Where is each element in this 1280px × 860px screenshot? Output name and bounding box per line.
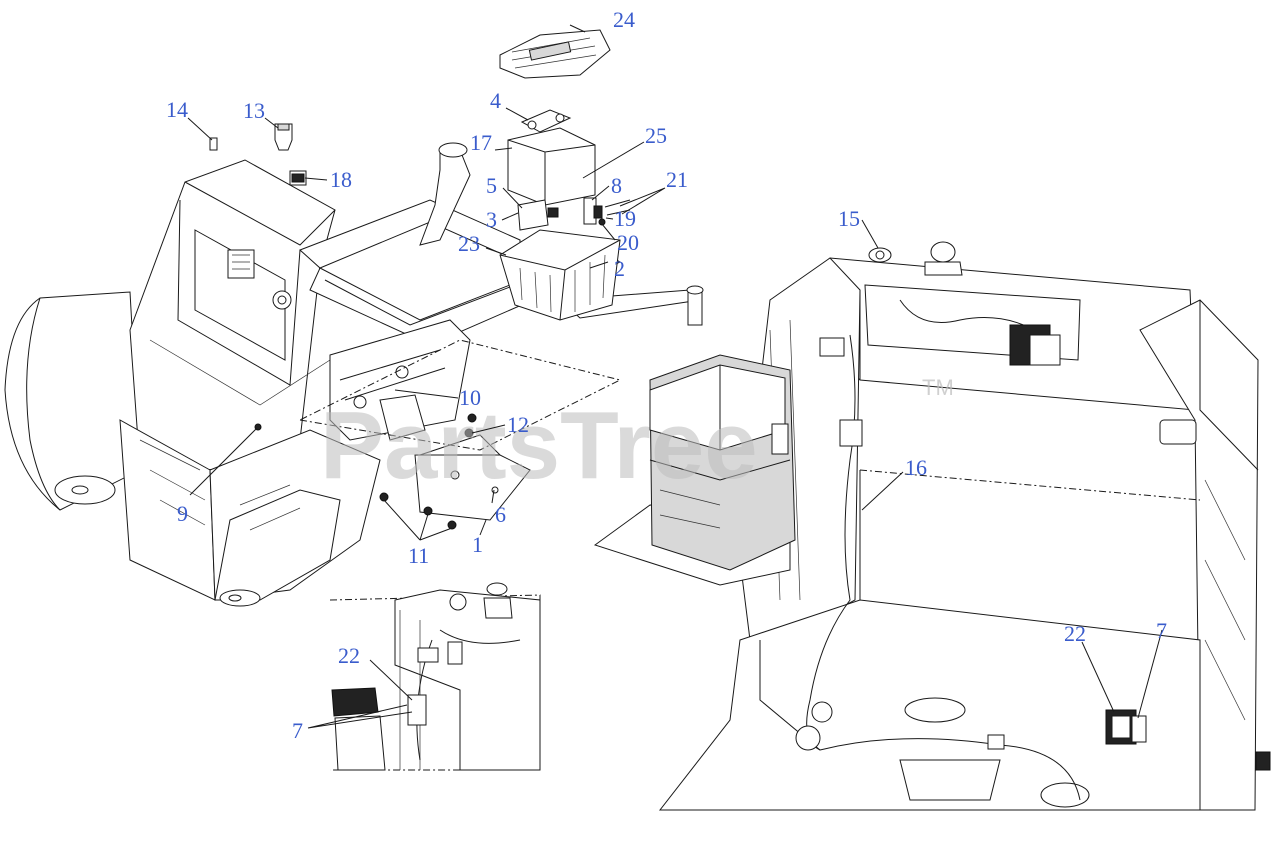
callout-12: 12 bbox=[507, 412, 529, 437]
callout-25: 25 bbox=[645, 123, 667, 148]
callout-9: 9 bbox=[177, 501, 188, 526]
callout-13: 13 bbox=[243, 98, 265, 123]
callout-23: 23 bbox=[458, 231, 480, 256]
callout-7-right: 7 bbox=[1156, 618, 1167, 643]
leader-lines bbox=[187, 24, 1163, 729]
callout-5: 5 bbox=[486, 173, 497, 198]
callout-4: 4 bbox=[490, 88, 501, 113]
callout-3: 3 bbox=[486, 207, 497, 232]
callout-21: 21 bbox=[666, 167, 688, 192]
callout-10: 10 bbox=[459, 385, 481, 410]
callout-7-inset: 7 bbox=[292, 718, 303, 743]
callout-19: 19 bbox=[614, 206, 636, 231]
callout-15: 15 bbox=[838, 206, 860, 231]
callout-14: 14 bbox=[166, 97, 188, 122]
inset-detail bbox=[329, 582, 541, 771]
ignition-switch-parts bbox=[209, 123, 307, 186]
callout-20: 20 bbox=[617, 230, 639, 255]
callout-22-right: 22 bbox=[1064, 621, 1086, 646]
callout-8: 8 bbox=[611, 173, 622, 198]
callout-11: 11 bbox=[408, 543, 429, 568]
watermark-trademark: TM bbox=[922, 375, 954, 400]
battery-assembly bbox=[499, 29, 631, 321]
watermark: PartsTree TM bbox=[320, 375, 954, 499]
callout-18: 18 bbox=[330, 167, 352, 192]
left-deck-assembly bbox=[4, 142, 704, 607]
callout-17: 17 bbox=[470, 130, 492, 155]
watermark-text: PartsTree bbox=[320, 392, 758, 499]
callouts: 14 13 18 24 4 17 25 5 8 21 3 19 23 20 2 … bbox=[166, 7, 1167, 743]
callout-24: 24 bbox=[613, 7, 635, 32]
callout-22-inset: 22 bbox=[338, 643, 360, 668]
callout-16: 16 bbox=[905, 455, 927, 480]
right-assembly bbox=[593, 241, 1271, 811]
callout-2: 2 bbox=[614, 256, 625, 281]
callout-1: 1 bbox=[472, 532, 483, 557]
callout-6: 6 bbox=[495, 502, 506, 527]
